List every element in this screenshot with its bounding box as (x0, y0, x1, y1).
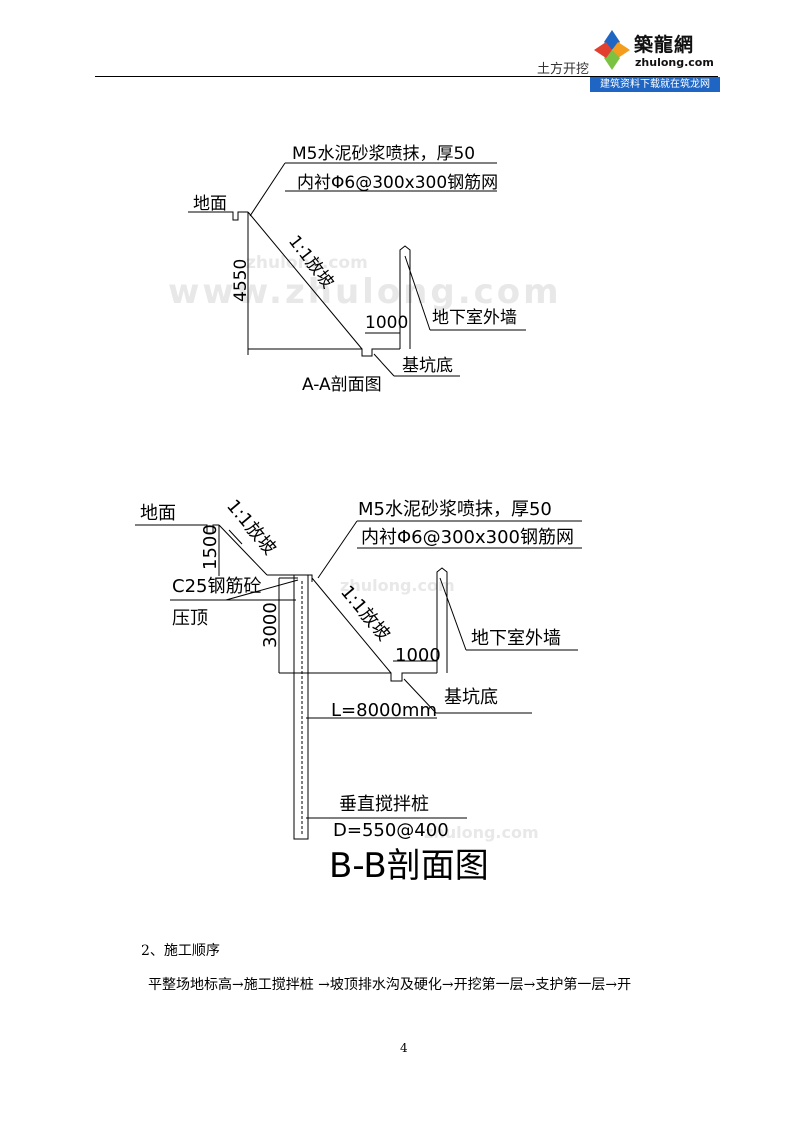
aa-pit-leader (373, 353, 395, 377)
aa-pit-bottom-label: 基坑底 (402, 356, 453, 376)
aa-slope-line (247, 211, 363, 350)
bb-spec-line2: 内衬Φ6@300x300钢筋网 (361, 527, 574, 548)
watermark-aa-small: zhulong.com (246, 253, 368, 273)
aa-height-label: 4550 (231, 259, 251, 302)
aa-pit-bottom-line (248, 348, 400, 357)
logo-name: 築龍網 (634, 34, 695, 56)
bb-top-slope-label: 1:1放坡 (222, 496, 280, 559)
page-number: 4 (400, 1041, 408, 1055)
bb-bottom-slope-label: 1:1放坡 (336, 582, 394, 645)
bb-caption: B-B剖面图 (329, 846, 489, 886)
logo-pinwheel-icon (594, 30, 630, 70)
aa-width-label: 1000 (365, 313, 408, 333)
aa-spec-line2: 内衬Φ6@300x300钢筋网 (297, 173, 498, 193)
bb-cap-line1: C25钢筋砼 (172, 576, 261, 597)
aa-wall-label: 地下室外墙 (432, 308, 517, 328)
running-title: 土方开挖 (537, 62, 590, 77)
header-rule (95, 76, 718, 77)
watermark-bb-top: zhulong.com (340, 576, 455, 595)
bb-cap-leader (225, 579, 299, 601)
section-heading: 2、施工顺序 (141, 943, 220, 959)
bb-slope-tick (228, 529, 243, 545)
bb-pile-spec-label: D=550@400 (333, 820, 449, 841)
bb-wall-leader (439, 577, 467, 651)
bb-ground-label: 地面 (140, 503, 176, 524)
bb-pile-length-label: L=8000mm (331, 700, 437, 721)
bb-spec-leader (317, 520, 358, 579)
bb-wall-label: 地下室外墙 (471, 628, 561, 649)
logo-domain: zhulong.com (635, 56, 714, 69)
watermark-aa-large: www.zhulong.com (168, 272, 562, 312)
aa-ground-line (188, 211, 248, 221)
bb-pit-leader (403, 678, 437, 714)
bb-bottom-height-label: 3000 (260, 602, 281, 648)
bb-pile-name-label: 垂直搅拌桩 (339, 794, 429, 815)
aa-caption: A-A剖面图 (302, 375, 382, 395)
construction-sequence-paragraph: 平整场地标高→施工搅拌桩 →坡顶排水沟及硬化→开挖第一层→支护第一层→开 (148, 977, 632, 993)
logo-slogan: 建筑资料下载就在筑龙网 (590, 77, 720, 92)
aa-ground-label: 地面 (193, 194, 227, 214)
bb-mixing-pile (293, 574, 309, 840)
bb-ground-line (135, 524, 219, 534)
bb-width-label: 1000 (395, 645, 441, 666)
aa-basement-wall (399, 245, 411, 349)
bb-pit-bottom-label: 基坑底 (444, 687, 498, 708)
bb-spec-line1: M5水泥砂浆喷抹，厚50 (358, 499, 552, 520)
zhulong-logo: 築龍網 zhulong.com 建筑资料下载就在筑龙网 (590, 26, 720, 92)
aa-wall-leader (404, 255, 431, 331)
bb-top-height-label: 1500 (200, 524, 221, 570)
bb-bottom-slope-line (311, 577, 392, 674)
watermark-bb-bottom: zhulong.com (424, 823, 539, 842)
bb-pit-bottom-line (279, 672, 437, 682)
bb-drawing (135, 520, 582, 840)
bb-basement-wall (436, 567, 448, 673)
aa-drawing (188, 162, 526, 377)
bb-cap-line2: 压顶 (172, 608, 208, 629)
bb-top-slope-line (218, 524, 268, 576)
aa-spec-leader (249, 162, 286, 217)
aa-spec-line1: M5水泥砂浆喷抹，厚50 (292, 144, 475, 164)
aa-slope-label: 1:1放坡 (284, 232, 338, 293)
